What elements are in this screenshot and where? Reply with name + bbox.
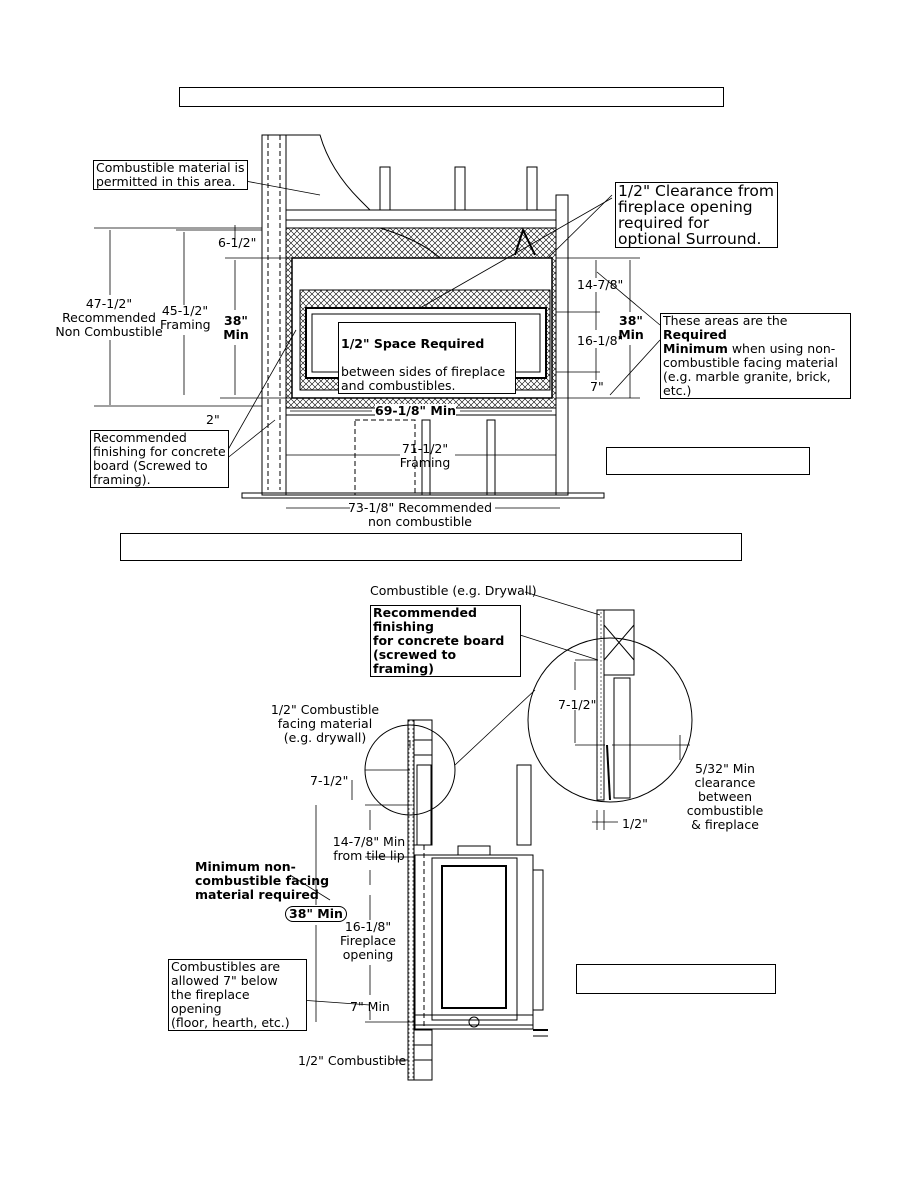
space-required-bold: 1/2" Space Required	[341, 336, 485, 351]
required-minimum-note: These areas are the Required Minimum whe…	[660, 313, 851, 399]
required-post: when using non- combustible facing mater…	[663, 341, 838, 398]
dim-73-1-8: 73-1/8" Recommended non combustible	[347, 500, 493, 529]
side-dim-7-1-2: 7-1/2"	[310, 773, 349, 788]
side-dim-38-min: 38" Min	[285, 906, 347, 922]
recommended-finishing-note: Recommended finishing for concrete board…	[370, 605, 521, 677]
dim-38-right: 38" Min	[618, 313, 644, 342]
space-required-rest: between sides of fireplace and combustib…	[341, 364, 506, 393]
dim-47-1-2: 47-1/2" Recommended Non Combustible	[55, 296, 163, 339]
dim-14-7-8: 14-7/8"	[577, 277, 624, 292]
space-required-note: 1/2" Space Required between sides of fir…	[338, 322, 516, 394]
half-inch-combustible: 1/2" Combustible	[298, 1053, 407, 1068]
clearance-note: 1/2" Clearance from fireplace opening re…	[615, 182, 778, 248]
dim-2: 2"	[206, 412, 220, 427]
dim-69-1-8: 69-1/8" Min	[375, 403, 457, 418]
top-caption-box	[120, 533, 742, 561]
dim-16-1-8: 16-1/8"	[577, 333, 624, 348]
detail-dim-5-32: 5/32" Min clearance between combustible …	[686, 761, 764, 832]
dim-7: 7"	[590, 379, 604, 394]
detail-dim-7-1-2: 7-1/2"	[558, 697, 597, 712]
half-inch-facing-note: 1/2" Combustible facing material (e.g. d…	[270, 702, 380, 745]
side-caption-box	[576, 964, 776, 994]
dim-71-1-2: 71-1/2" Framing	[399, 441, 451, 470]
dim-38-left: 38" Min	[223, 313, 249, 342]
required-pre: These areas are the	[663, 313, 788, 328]
side-dim-16-1-8: 16-1/8" Fireplace opening	[340, 919, 396, 962]
side-dim-7-min: 7" Min	[350, 999, 390, 1014]
min-noncombustible-note: Minimum non- combustible facing material…	[195, 859, 330, 902]
dim-6-1-2: 6-1/2"	[218, 235, 257, 250]
detail-dim-1-2: 1/2"	[622, 816, 648, 831]
top-title-box	[179, 87, 724, 107]
finishing-note: Recommended finishing for concrete board…	[90, 430, 229, 488]
combustible-drywall: Combustible (e.g. Drywall)	[370, 583, 537, 598]
side-dim-14-7-8: 14-7/8" Min from tile lip	[332, 834, 406, 863]
required-bold: Required Minimum	[663, 327, 728, 356]
combustible-note: Combustible material is permitted in thi…	[93, 160, 248, 190]
right-caption-box	[606, 447, 810, 475]
combustibles-allowed-note: Combustibles are allowed 7" below the fi…	[168, 959, 307, 1031]
dim-45-1-2: 45-1/2" Framing	[160, 303, 211, 332]
